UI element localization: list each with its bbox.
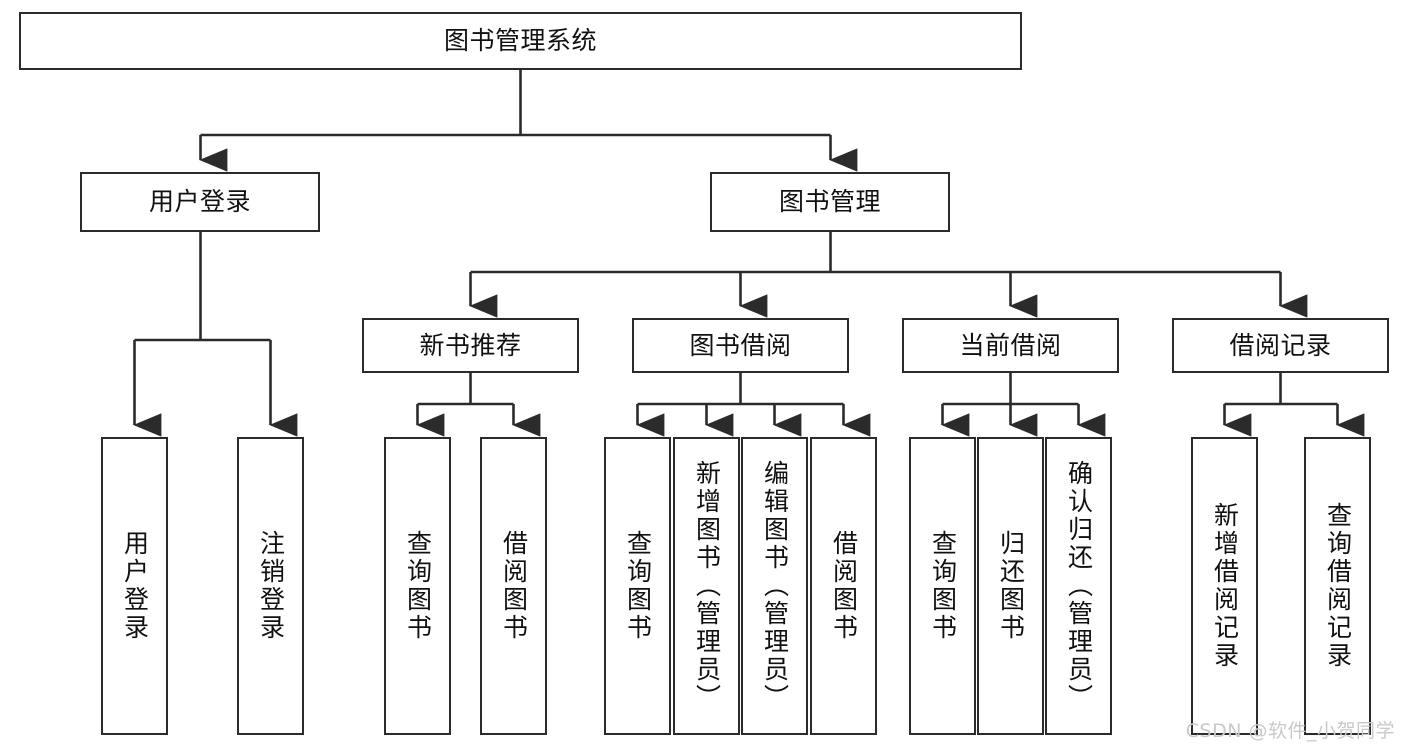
node-label: 编辑图书（管理员） bbox=[760, 460, 790, 712]
node-label: 归还图书 bbox=[996, 530, 1026, 642]
node-label: 新增图书（管理员） bbox=[692, 460, 722, 712]
node-label: 查询借阅记录 bbox=[1323, 502, 1353, 670]
node-label: 用户登录 bbox=[148, 187, 251, 217]
node-user-login[interactable]: 用户登录 bbox=[80, 172, 320, 232]
leaf-borrow-record-query[interactable]: 查询借阅记录 bbox=[1304, 437, 1371, 735]
leaf-book-borrow-add[interactable]: 新增图书（管理员） bbox=[673, 437, 740, 735]
node-label: 图书管理 bbox=[778, 187, 881, 217]
node-borrow-record[interactable]: 借阅记录 bbox=[1172, 318, 1389, 373]
node-label: 图书借阅 bbox=[689, 330, 792, 360]
watermark-text: CSDN @软件_小贺同学 bbox=[1185, 720, 1395, 742]
node-root-system[interactable]: 图书管理系统 bbox=[19, 12, 1022, 70]
node-current-borrow[interactable]: 当前借阅 bbox=[902, 318, 1119, 373]
node-book-borrow[interactable]: 图书借阅 bbox=[632, 318, 849, 373]
leaf-borrow-record-add[interactable]: 新增借阅记录 bbox=[1191, 437, 1258, 735]
leaf-book-borrow-edit[interactable]: 编辑图书（管理员） bbox=[741, 437, 808, 735]
node-label: 确认归还（管理员） bbox=[1064, 460, 1094, 712]
leaf-current-borrow-confirm[interactable]: 确认归还（管理员） bbox=[1045, 437, 1112, 735]
leaf-user-login-login[interactable]: 用户登录 bbox=[101, 437, 168, 735]
node-label: 查询图书 bbox=[403, 530, 433, 642]
leaf-book-borrow-query[interactable]: 查询图书 bbox=[604, 437, 671, 735]
leaf-new-book-query[interactable]: 查询图书 bbox=[384, 437, 451, 735]
node-label: 用户登录 bbox=[120, 530, 150, 642]
leaf-book-borrow-borrow[interactable]: 借阅图书 bbox=[810, 437, 877, 735]
node-label: 新书推荐 bbox=[419, 330, 522, 360]
leaf-new-book-borrow[interactable]: 借阅图书 bbox=[480, 437, 547, 735]
node-label: 查询图书 bbox=[928, 530, 958, 642]
leaf-current-borrow-return[interactable]: 归还图书 bbox=[977, 437, 1044, 735]
leaf-current-borrow-query[interactable]: 查询图书 bbox=[909, 437, 976, 735]
node-label: 借阅图书 bbox=[829, 530, 859, 642]
node-new-book-recommend[interactable]: 新书推荐 bbox=[362, 318, 579, 373]
node-label: 借阅记录 bbox=[1229, 330, 1332, 360]
node-label: 借阅图书 bbox=[499, 530, 529, 642]
node-label: 注销登录 bbox=[256, 530, 286, 642]
node-book-management[interactable]: 图书管理 bbox=[710, 172, 950, 232]
node-label: 新增借阅记录 bbox=[1210, 502, 1240, 670]
node-label: 当前借阅 bbox=[959, 330, 1062, 360]
node-label: 查询图书 bbox=[623, 530, 653, 642]
node-label: 图书管理系统 bbox=[443, 26, 597, 56]
leaf-user-login-logout[interactable]: 注销登录 bbox=[237, 437, 304, 735]
